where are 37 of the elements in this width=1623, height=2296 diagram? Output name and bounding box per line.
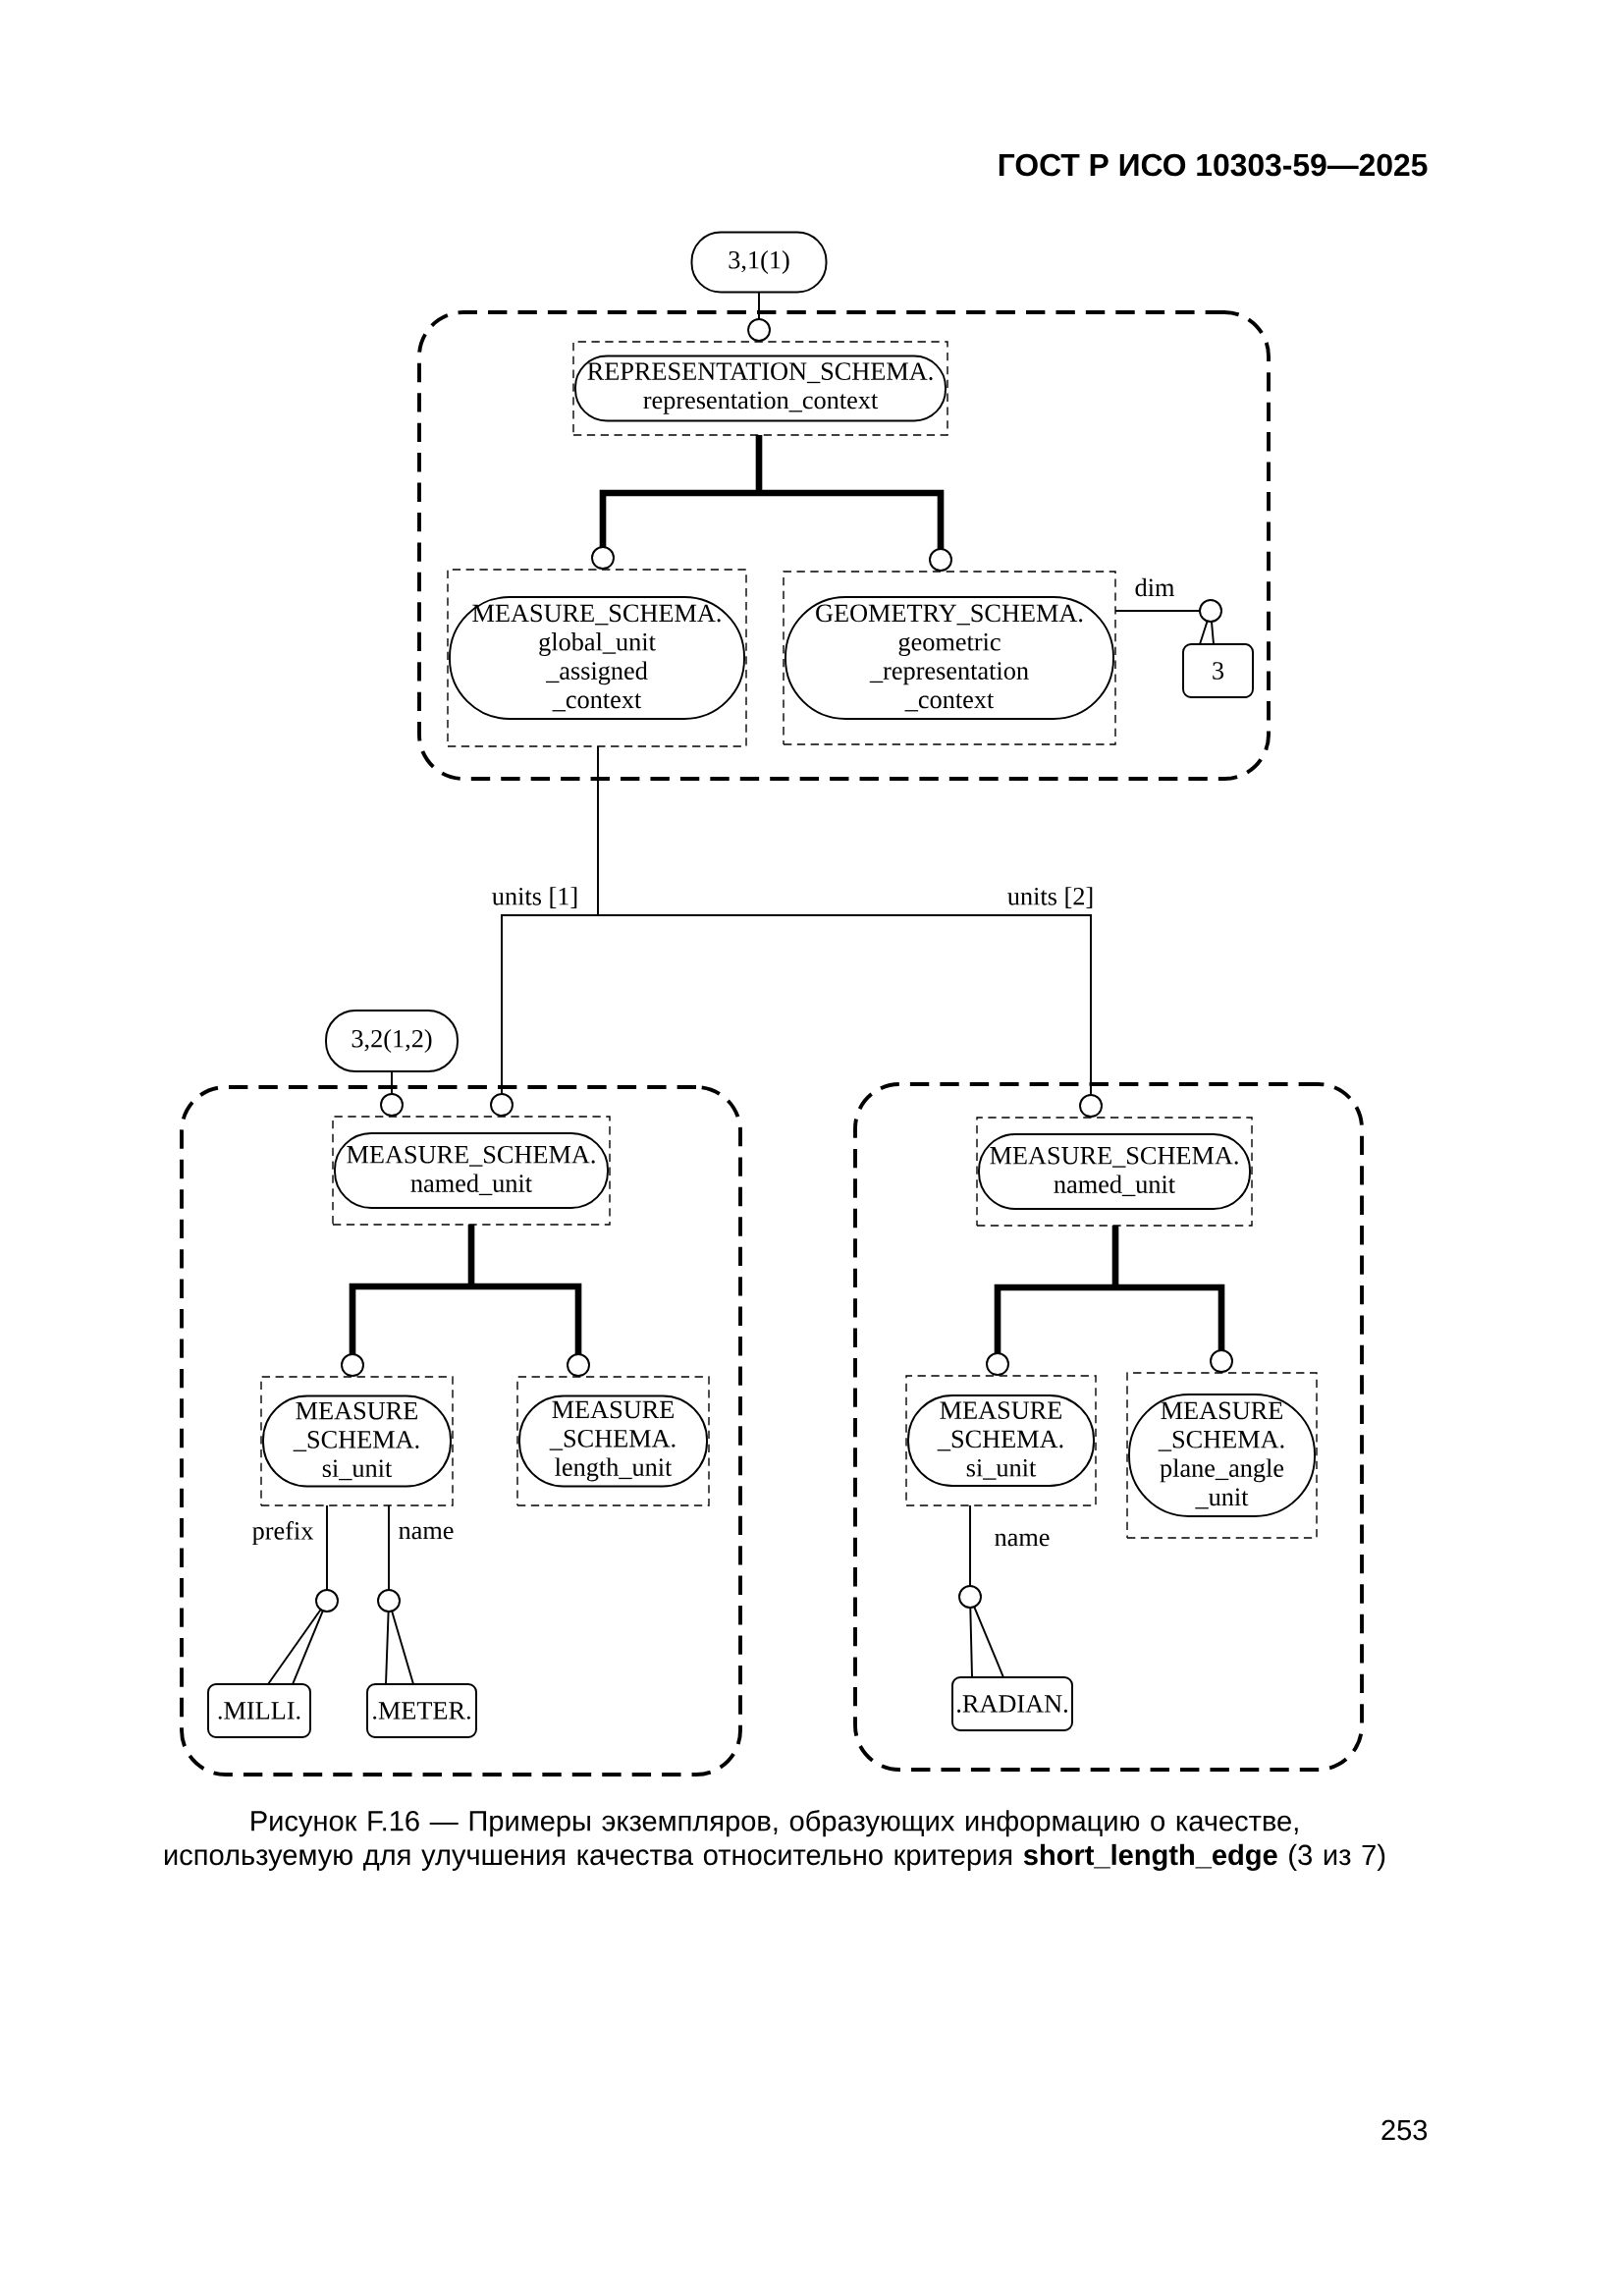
running-header: ГОСТ Р ИСО 10303-59—2025 bbox=[999, 153, 1428, 177]
entity-box: MEASURE_SCHEMA. named_unit bbox=[976, 1117, 1253, 1227]
figure-caption: Рисунок F.16 — Примеры экземпляров, образующих информацию о качестве, используемую для улучшения качества относительно критерия short_length_edge (3 из 7) bbox=[165, 1810, 1385, 1872]
connector bbox=[747, 318, 771, 342]
page-number: 253 bbox=[1381, 2119, 1428, 2141]
connector bbox=[986, 1349, 1233, 1376]
connector bbox=[377, 1504, 414, 1685]
edge-label: units [1] bbox=[489, 884, 581, 911]
group-frame bbox=[180, 1085, 742, 1777]
entity-box: MEASURE _SCHEMA. plane_angle _unit bbox=[1126, 1372, 1318, 1539]
value-box: .RADIAN. bbox=[951, 1676, 1073, 1731]
connector bbox=[958, 1504, 1004, 1678]
entity-box: MEASURE _SCHEMA. si_unit bbox=[260, 1376, 454, 1506]
page-reference: 3,1(1) bbox=[690, 231, 828, 294]
edge-label: dim bbox=[1131, 575, 1178, 599]
entity-box: REPRESENTATION_SCHEMA. representation_context bbox=[572, 341, 948, 436]
page-reference: 3,2(1,2) bbox=[325, 1010, 459, 1072]
connector bbox=[591, 546, 952, 572]
edge-label: name bbox=[991, 1530, 1054, 1550]
group-frame bbox=[417, 310, 1271, 781]
connector bbox=[490, 1093, 1103, 1118]
edge-label: name bbox=[395, 1523, 458, 1543]
entity-box: GEOMETRY_SCHEMA. geometric _representation _context bbox=[783, 571, 1116, 745]
edge-label: units [2] bbox=[1004, 884, 1097, 911]
group-frame bbox=[853, 1082, 1364, 1772]
connector bbox=[380, 1093, 404, 1117]
edge-label: prefix bbox=[248, 1518, 317, 1548]
entity-box: MEASURE _SCHEMA. length_unit bbox=[516, 1376, 710, 1506]
entity-box: MEASURE _SCHEMA. si_unit bbox=[905, 1375, 1097, 1506]
connector bbox=[1114, 599, 1222, 645]
entity-box: MEASURE_SCHEMA. global_unit _assigned _context bbox=[447, 569, 747, 747]
value-box: .MILLI. bbox=[207, 1683, 311, 1738]
entity-box: MEASURE_SCHEMA. named_unit bbox=[332, 1116, 611, 1226]
value-box: .METER. bbox=[366, 1683, 477, 1738]
value-box: 3 bbox=[1182, 643, 1254, 698]
connector bbox=[267, 1504, 339, 1685]
connector bbox=[341, 1353, 590, 1377]
